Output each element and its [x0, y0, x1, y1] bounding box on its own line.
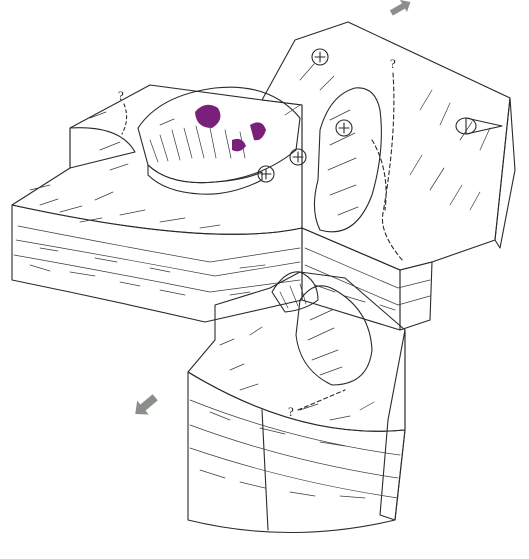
upper-left-fault-step — [70, 128, 135, 168]
uncertain-marker-3: ? — [288, 404, 294, 419]
upper-left-block-front-face — [12, 205, 302, 322]
purple-patch-3 — [232, 139, 246, 151]
pink-intrusive-body — [314, 88, 386, 232]
plus-in-circle-symbol — [312, 49, 328, 65]
uncertain-marker-2: ? — [390, 56, 396, 71]
uncertain-marker-1: ? — [118, 88, 124, 103]
orange-intrusive-body — [138, 87, 300, 194]
upper-right-block-side-face — [400, 262, 432, 330]
purple-patch-1 — [195, 105, 220, 128]
purple-patch-2 — [250, 122, 266, 140]
upper-left-block: ? — [12, 85, 302, 322]
upper-right-strata — [305, 248, 430, 310]
direction-arrow-icon — [129, 390, 160, 421]
upper-left-top-texture — [30, 112, 220, 228]
plus-in-circle-symbol — [336, 120, 352, 136]
direction-arrow-icon — [388, 0, 414, 19]
lower-block-front-face — [188, 372, 405, 533]
plus-circle-symbols — [258, 49, 352, 182]
upper-right-block-top-surface — [262, 22, 510, 270]
lower-block-top-surface — [188, 272, 405, 431]
lower-block-right-face — [380, 330, 405, 520]
lower-block: ? — [188, 272, 405, 533]
lower-block-strata — [190, 400, 400, 498]
plus-in-circle-symbol — [290, 149, 306, 165]
lower-orange-body — [272, 272, 318, 312]
upper-right-block-front-face — [302, 228, 400, 330]
upper-right-right-face — [495, 98, 515, 248]
upper-left-strata — [14, 226, 300, 295]
north-arrow-cone-icon — [456, 118, 502, 134]
